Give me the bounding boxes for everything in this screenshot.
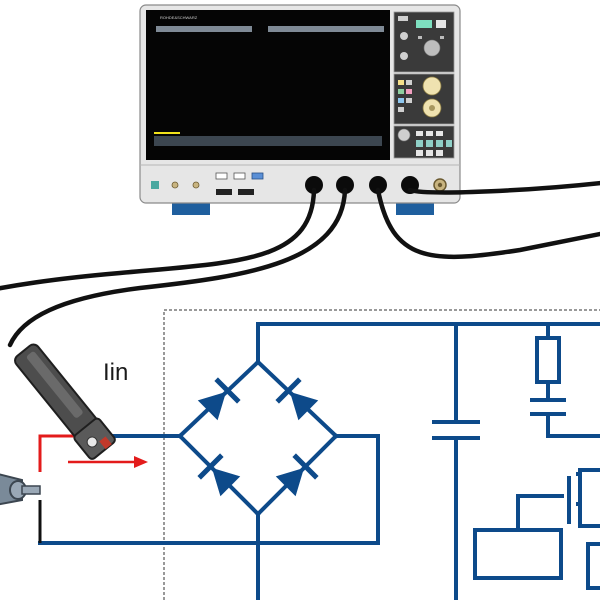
channel-1-input[interactable] [305,176,323,194]
cable-ch2 [7,187,348,348]
circuit-boundary [163,309,600,600]
current-probe-icon [14,343,116,460]
display-port[interactable] [216,189,232,195]
panel-button[interactable] [398,16,408,21]
panel-button[interactable] [398,98,404,103]
scope-foot-right [396,203,434,215]
panel-button[interactable] [416,140,423,147]
input-wire-red [38,434,78,472]
panel-button[interactable] [406,80,412,85]
current-label: Iin [103,359,128,386]
panel-button[interactable] [416,150,423,156]
screen-header-bar-right [268,26,384,32]
panel-button[interactable] [436,20,446,28]
panel-button[interactable] [418,36,422,39]
panel-knob-large[interactable] [422,76,442,96]
diode-icon [197,377,241,421]
cable-ch1 [0,187,317,291]
cable-ch4 [407,180,600,195]
input-wire-right [38,434,380,545]
panel-knob[interactable] [423,39,441,57]
panel-button[interactable] [416,131,423,136]
channel-3-input[interactable] [369,176,387,194]
positive-rail [256,322,600,364]
panel-button[interactable] [436,131,443,136]
bnc-connector-icon[interactable] [171,181,179,189]
scope-control-panel [393,11,455,159]
switch-block-lower [586,542,600,590]
diode-icon [275,453,319,497]
panel-button[interactable] [406,98,412,103]
diode-icon [275,377,319,421]
usb-port[interactable] [233,172,246,180]
scope-brand-logo: ROHDE&SCHWARZ [160,15,198,20]
panel-button[interactable] [426,131,433,136]
resistor-icon [535,336,561,384]
panel-knob[interactable] [397,128,411,142]
panel-button[interactable] [398,89,404,94]
panel-knob[interactable] [400,52,408,60]
probe-cables [0,180,600,348]
panel-button[interactable] [406,89,412,94]
scope-screen [146,10,390,160]
switch-wire [516,494,564,544]
panel-button[interactable] [398,107,404,112]
screen-header-bar-left [156,26,252,32]
switch-block [578,468,600,528]
snubber-branch [546,412,600,438]
panel-button[interactable] [426,140,433,147]
transformer-block [473,528,563,580]
usb-port[interactable] [251,172,264,180]
panel-button[interactable] [446,140,452,147]
panel-button[interactable] [436,150,443,156]
ground-clip-icon [0,473,41,506]
capacitor-icon [432,420,480,440]
panel-button[interactable] [440,36,444,39]
channel-2-input[interactable] [336,176,354,194]
capacitor-icon [530,398,566,416]
panel-indicator-green[interactable] [416,20,432,28]
screen-bottom-bar [154,136,382,146]
cable-ch3 [375,187,600,260]
oscilloscope: ROHDE&SCHWARZ [139,4,461,215]
display-port[interactable] [238,189,254,195]
scope-foot-left [172,203,210,215]
power-button[interactable] [151,181,159,189]
usb-port[interactable] [215,172,228,180]
panel-button[interactable] [398,80,404,85]
bnc-connector-icon[interactable] [192,181,200,189]
panel-button[interactable] [436,140,443,147]
diode-icon [197,453,241,497]
panel-knob[interactable] [400,32,408,40]
current-direction-arrow [68,456,148,468]
panel-button[interactable] [426,150,433,156]
